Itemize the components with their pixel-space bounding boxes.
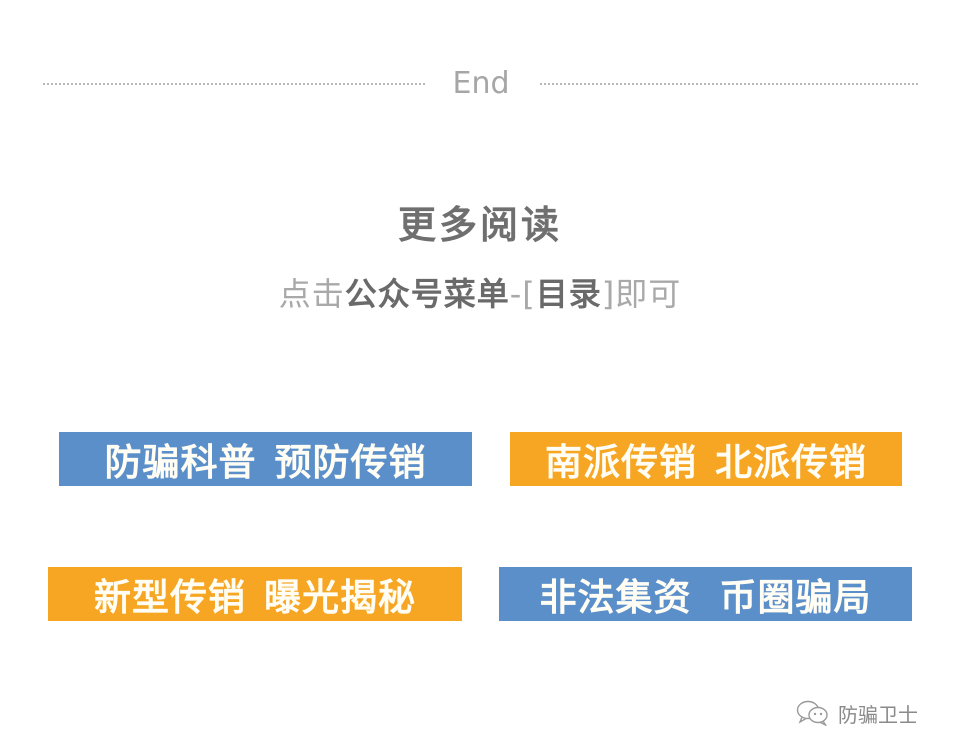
subtitle-part: 点击 bbox=[278, 275, 345, 313]
tag-label-right: 北派传销 bbox=[715, 441, 867, 484]
subtitle-part: ]即可 bbox=[601, 275, 682, 313]
subtitle-part-bold: 公众号菜单 bbox=[344, 275, 510, 313]
watermark-text: 防骗卫士 bbox=[838, 702, 918, 727]
watermark: 防骗卫士 bbox=[796, 698, 918, 728]
tag-south-north-mlm[interactable]: 南派传销北派传销 bbox=[510, 432, 902, 486]
end-label: End bbox=[452, 66, 510, 101]
end-divider: End bbox=[0, 66, 960, 102]
more-reading-title: 更多阅读 bbox=[397, 203, 562, 247]
tag-illegal-fundraising-crypto[interactable]: 非法集资币圈骗局 bbox=[499, 567, 912, 621]
tag-label-left: 新型传销 bbox=[94, 576, 246, 619]
dotted-line-right bbox=[540, 83, 918, 85]
dotted-line-left bbox=[43, 83, 425, 85]
subtitle-part: -[ bbox=[509, 275, 536, 313]
wechat-icon bbox=[796, 700, 828, 726]
tag-label-left: 非法集资 bbox=[539, 576, 692, 619]
more-reading-subtitle: 点击公众号菜单-[目录]即可 bbox=[0, 270, 960, 318]
tag-label-right: 预防传销 bbox=[274, 441, 427, 484]
subtitle-part-bold: 目录 bbox=[535, 275, 602, 313]
tag-label-right: 币圈骗局 bbox=[719, 576, 872, 619]
tag-label-left: 防骗科普 bbox=[104, 441, 257, 484]
tag-label-left: 南派传销 bbox=[545, 441, 697, 484]
tag-label-right: 曝光揭秘 bbox=[264, 576, 416, 619]
tag-new-mlm-exposed[interactable]: 新型传销曝光揭秘 bbox=[48, 567, 462, 621]
tag-anti-fraud-science[interactable]: 防骗科普预防传销 bbox=[59, 432, 472, 486]
